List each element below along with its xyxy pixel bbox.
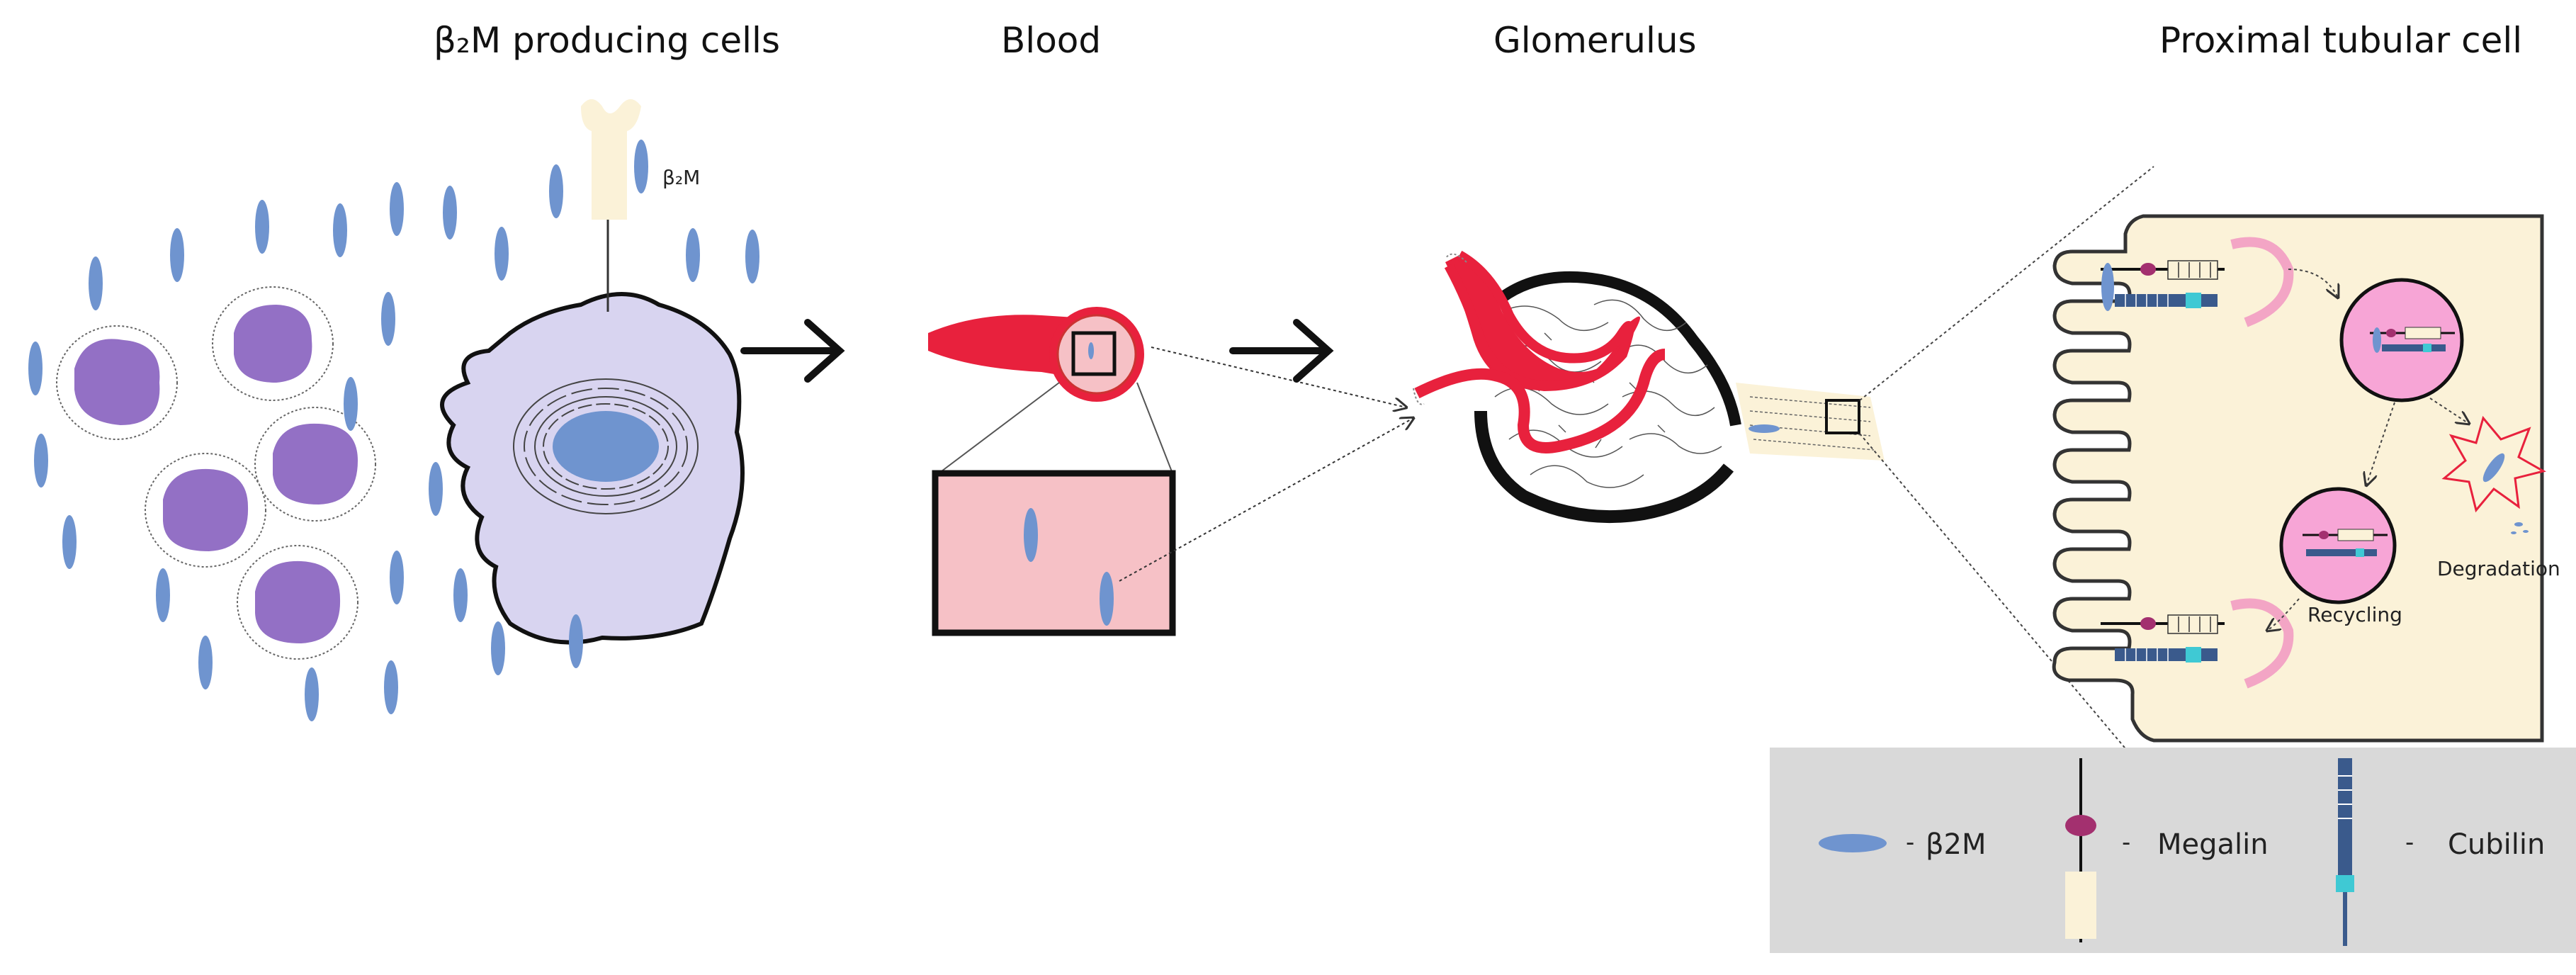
flow-to-glomerulus-lines <box>1119 346 1413 582</box>
recycling-label: Recycling <box>2307 603 2402 626</box>
header-glomerulus: Glomerulus <box>1493 20 1697 61</box>
header-blood: Blood <box>1001 20 1102 61</box>
proximal-tubular-cell: Recycling Degradation <box>2052 214 2560 743</box>
membrane-receptor <box>581 99 641 220</box>
legend-dash: - <box>2405 828 2414 857</box>
flow-arrow-2 <box>1229 319 1334 383</box>
lymphocyte <box>212 286 334 401</box>
endosome-large <box>2339 278 2464 402</box>
b2m-producing-cell: β₂M <box>440 99 745 645</box>
proximal-tubule-segment <box>1736 383 1885 461</box>
free-b2m-molecules <box>28 164 759 721</box>
degradation-label: Degradation <box>2437 557 2560 580</box>
blood-plasma-inset <box>932 470 1176 636</box>
legend-panel: - β2M - Megalin - Cubilin <box>1770 748 2576 953</box>
legend-megalin: - Megalin <box>2065 758 2269 942</box>
apical-receptor-complex-bottom <box>2101 598 2294 689</box>
endosome-recycling: Recycling <box>2279 487 2402 626</box>
zoom-box-small <box>1071 331 1117 376</box>
b2m-small-label: β₂M <box>662 166 700 189</box>
cell-nucleus <box>553 411 659 482</box>
blood-vessel <box>928 307 1144 402</box>
b2m-molecule <box>634 140 648 193</box>
blood-zoom-lines <box>938 382 1173 474</box>
legend-cubilin: - Cubilin <box>2336 758 2545 946</box>
lymphocyte <box>254 407 376 522</box>
legend-megalin-label: Megalin <box>2157 828 2269 861</box>
lymphocyte <box>237 545 358 660</box>
flow-arrow-1 <box>740 319 845 383</box>
lymphocyte-cluster <box>56 286 376 660</box>
legend-b2m-label: β2M <box>1926 828 1987 861</box>
legend-b2m: - β2M <box>1819 828 1987 861</box>
legend-cubilin-label: Cubilin <box>2448 828 2545 861</box>
header-tubular-cell: Proximal tubular cell <box>2159 20 2523 61</box>
trafficking-arrows <box>2267 269 2469 631</box>
zoom-lines-tubule <box>1859 166 2154 765</box>
lymphocyte <box>56 325 178 440</box>
zoom-box-tubule <box>1825 399 1860 434</box>
legend-dash: - <box>2122 828 2130 857</box>
degradation-burst: Degradation <box>2437 415 2560 580</box>
er-membranes <box>513 378 699 514</box>
header-producing-cells: β₂M producing cells <box>434 20 780 61</box>
lymphocyte <box>145 453 266 568</box>
glomerulus <box>1413 250 1741 524</box>
legend-dash: - <box>1906 828 1914 857</box>
